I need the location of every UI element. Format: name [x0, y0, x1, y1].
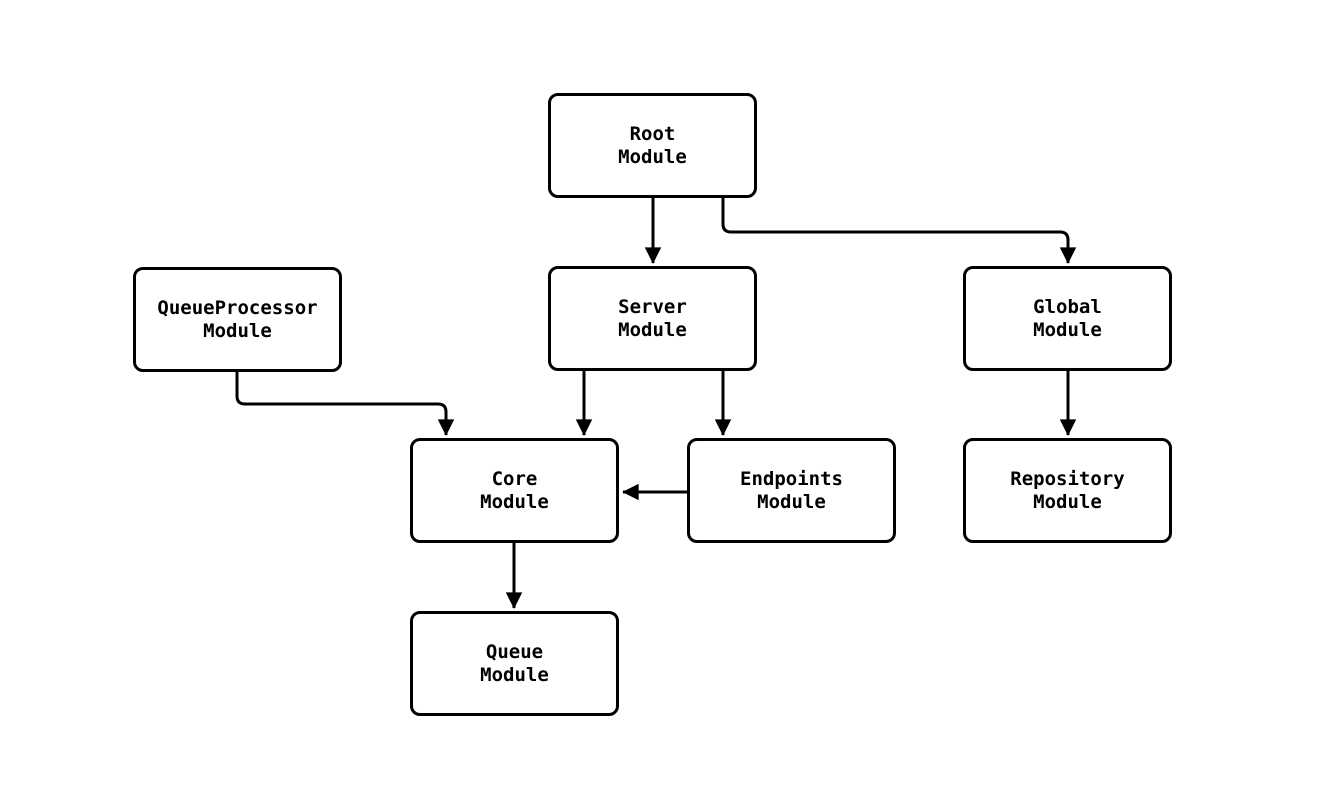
node-root-module: Root Module [548, 93, 757, 198]
node-root-module-label: Root Module [618, 123, 687, 168]
edge-root-to-global [721, 198, 1077, 264]
node-server-module-label: Server Module [618, 296, 687, 341]
node-server-module: Server Module [548, 266, 757, 371]
node-endpoints-module-label: Endpoints Module [740, 468, 843, 513]
node-core-module-label: Core Module [480, 468, 549, 513]
node-global-module-label: Global Module [1033, 296, 1102, 341]
node-repository-module-label: Repository Module [1010, 468, 1125, 513]
edge-queueprocessor-to-core [235, 372, 455, 436]
node-repository-module: Repository Module [963, 438, 1172, 543]
node-queueprocessor-module-label: QueueProcessor Module [157, 297, 318, 342]
node-global-module: Global Module [963, 266, 1172, 371]
node-endpoints-module: Endpoints Module [687, 438, 896, 543]
node-queue-module: Queue Module [410, 611, 619, 716]
node-core-module: Core Module [410, 438, 619, 543]
node-queueprocessor-module: QueueProcessor Module [133, 267, 342, 372]
node-queue-module-label: Queue Module [480, 641, 549, 686]
